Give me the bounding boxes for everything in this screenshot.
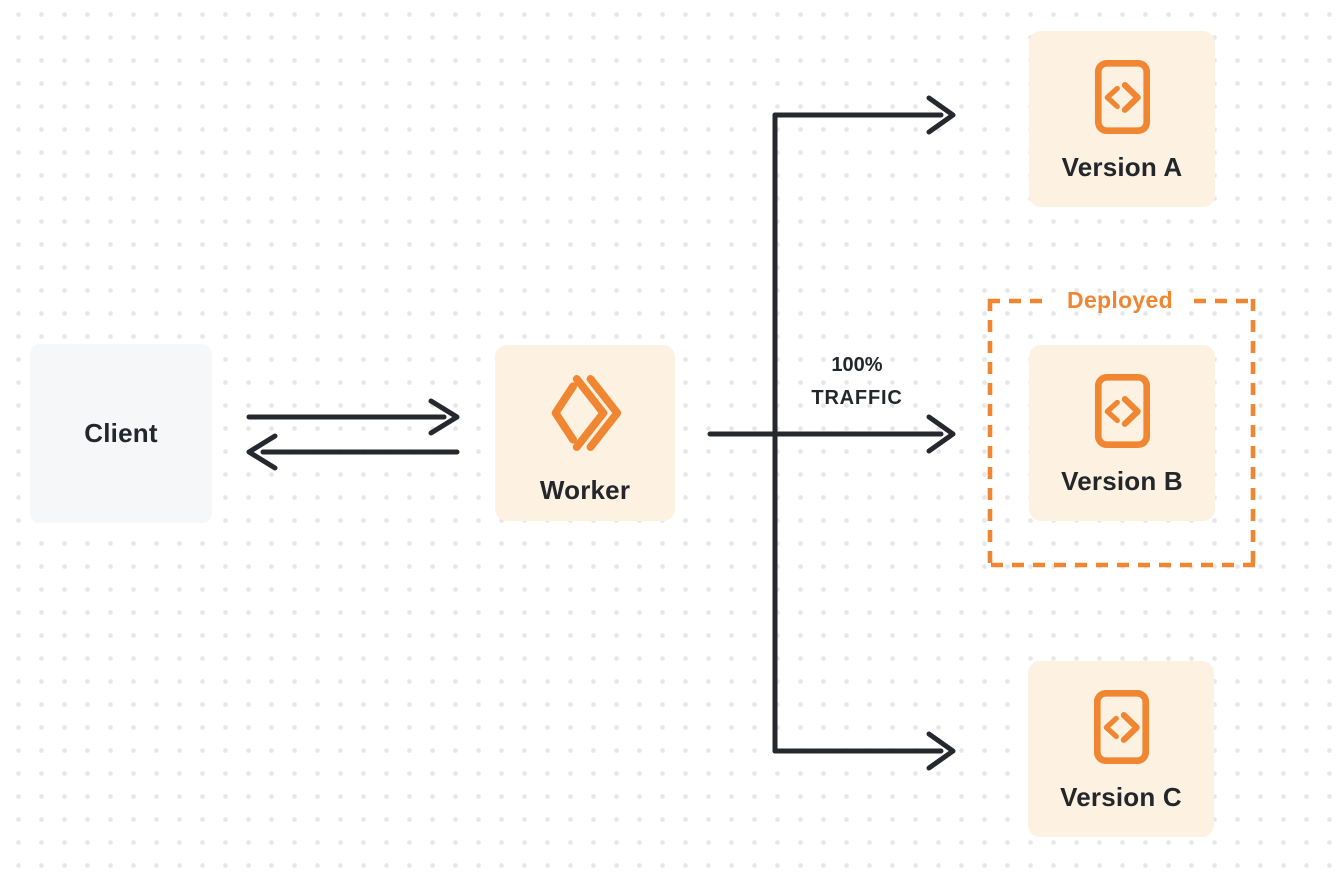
code-file-icon [1094,373,1150,449]
code-file-icon [1094,59,1150,135]
node-version-a: Version A [1029,31,1215,207]
traffic-annotation: 100% TRAFFIC [788,349,926,415]
client-label: Client [84,418,158,448]
arrow-worker-to-client [246,433,460,471]
version-a-label: Version A [1061,152,1183,182]
cloudflare-workers-icon [551,374,622,451]
arrow-client-to-worker [246,398,460,436]
arrow-branch-to-version-c [772,731,956,771]
traffic-percent: 100% [831,354,883,376]
version-b-label: Version B [1061,466,1183,496]
node-worker: Worker [495,345,675,521]
traffic-word: TRAFFIC [811,387,903,409]
node-version-b: Version B [1029,345,1215,521]
code-file-icon [1093,689,1149,765]
node-client: Client [30,344,212,523]
version-c-label: Version C [1060,782,1182,812]
node-version-c: Version C [1028,661,1214,837]
arrow-branch-to-version-a [772,95,956,135]
worker-label: Worker [539,474,631,505]
arrow-worker-to-version-b [707,414,956,454]
deployed-group-label: Deployed [1067,287,1173,313]
